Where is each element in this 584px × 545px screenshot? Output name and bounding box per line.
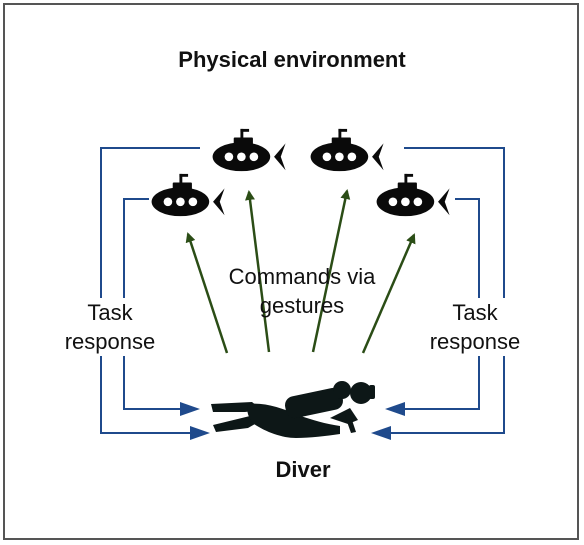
submarine-icon (310, 128, 384, 172)
left-task-label-line1: Task (87, 300, 133, 325)
submarine-icon (151, 173, 225, 217)
command-arrows (185, 189, 416, 354)
submarine-icon (376, 173, 450, 217)
environment-title: Physical environment (178, 47, 406, 72)
submarine-icon (212, 128, 286, 172)
left-task-label-line2: response (64, 329, 156, 354)
right-task-label-line2: response (429, 329, 521, 354)
commands-label: Commands via gestures (202, 262, 402, 320)
right-task-response-label: Task response (423, 298, 527, 356)
right-task-label-line1: Task (452, 300, 498, 325)
left-task-response-label: Task response (58, 298, 162, 356)
response-arrowheads (180, 402, 405, 440)
diver-label: Diver (275, 457, 331, 482)
commands-label-line1: Commands via (228, 264, 376, 289)
diagram-frame (3, 3, 579, 540)
commands-label-line2: gestures (259, 293, 345, 318)
scuba-diver-icon (211, 381, 375, 438)
